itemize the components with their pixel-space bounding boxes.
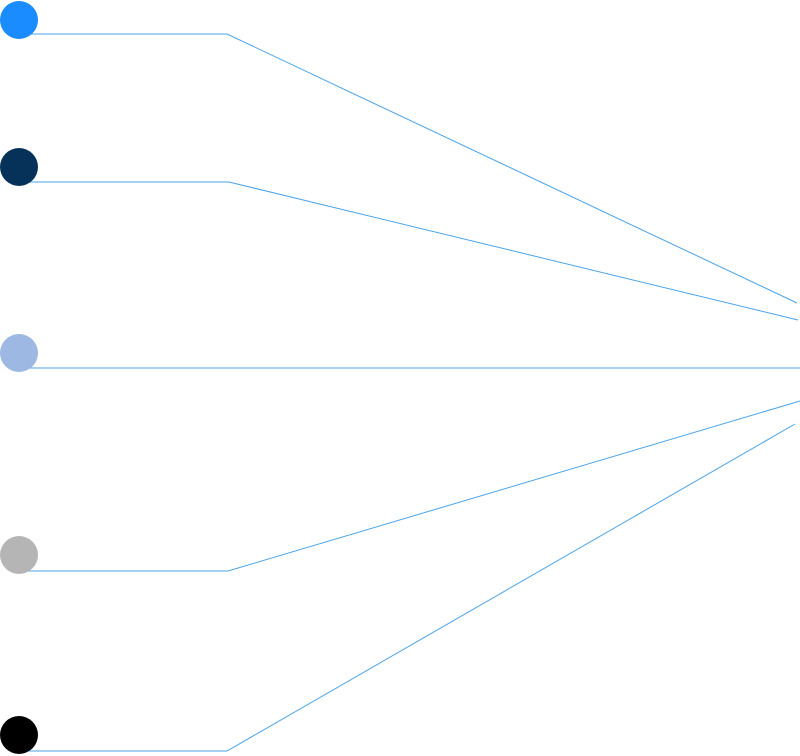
node-dot-3: [0, 334, 38, 372]
node-dot-1: [0, 1, 38, 39]
connector-line-2: [20, 181, 799, 321]
node-dot-2: [0, 148, 38, 186]
node-dot-4: [0, 536, 38, 574]
connector-line-4: [20, 400, 800, 572]
connector-line-1: [20, 33, 798, 304]
node-dot-5: [0, 716, 38, 754]
connector-line-5: [20, 423, 796, 752]
